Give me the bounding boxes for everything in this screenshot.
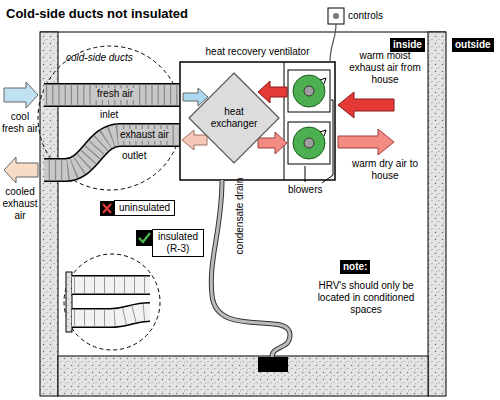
hrv-housing: [180, 62, 335, 180]
diamond-shape: [189, 73, 279, 163]
side-tag: inside: [390, 38, 425, 52]
insulated-duct: [72, 275, 150, 295]
status-box: uninsulated: [114, 200, 175, 216]
duct-label: outlet: [122, 150, 146, 162]
region-label: cold-side ducts: [66, 52, 146, 64]
blower-housing: [288, 70, 330, 112]
fresh-air-duct: [44, 83, 181, 107]
insulation-seams: [74, 277, 150, 294]
fresh-air-arrow: [4, 82, 38, 108]
flow-label: cooled exhaust air: [1, 186, 39, 222]
exhaust-air-arrow: [4, 157, 38, 183]
floor: [58, 356, 428, 396]
rotation-mark: [320, 78, 326, 84]
blowers-label: blowers: [288, 184, 322, 196]
flow-label: warm dry air to house: [346, 158, 424, 182]
flow-label: warm moist exhaust air from house: [346, 50, 424, 86]
drain-label: condensate drain: [234, 176, 246, 256]
condensate-hose: [211, 180, 290, 357]
leader-line: [322, 100, 333, 183]
note-tag: note:: [340, 260, 370, 274]
house-supply-arrow: [338, 129, 394, 155]
node-label: inside: [393, 39, 422, 51]
controls-knob: [333, 13, 339, 19]
hrv-divider: [284, 62, 285, 180]
side-tag: outside: [452, 38, 494, 52]
node-label: outside: [455, 39, 491, 51]
insulation-wrap: [72, 277, 150, 294]
exchanger-diamond: heat exchanger: [188, 72, 280, 164]
blower-hub: [304, 138, 314, 148]
controls-box: [328, 8, 344, 24]
insulation-wrap: [72, 312, 150, 318]
check-icon: [136, 230, 152, 246]
controls-label: controls: [348, 10, 383, 22]
insulated-duct: [72, 312, 150, 318]
flow-label: cool fresh air: [1, 111, 39, 135]
controls-wire: [330, 24, 336, 62]
x-icon: [100, 201, 114, 216]
blower-housing: [288, 122, 330, 164]
hrv-unit: heat recovery ventilator heat exchanger: [180, 46, 335, 180]
exchanger-label: heat exchanger: [207, 106, 261, 130]
check-mark: [139, 233, 150, 242]
duct-ribs: [46, 85, 180, 106]
condensate-hose-body: [211, 180, 290, 357]
status-box: insulated (R-3): [152, 229, 204, 257]
x-mark: [103, 204, 111, 213]
note-text: HRV's should only be located in conditio…: [310, 280, 422, 316]
leader-line: [305, 166, 306, 182]
diagram-title: Cold-side ducts not insulated: [6, 6, 188, 21]
unit-heading: heat recovery ventilator: [180, 46, 335, 58]
cold-side-circle: [38, 46, 182, 190]
wall-detail: [66, 272, 72, 332]
duct-label: inlet: [100, 109, 118, 121]
node-label: uninsulated: [119, 202, 170, 214]
duct-label: fresh air: [95, 88, 135, 100]
insulated-detail-circle: [64, 254, 160, 350]
insulation-seams: [74, 312, 150, 318]
blower-hub: [304, 86, 314, 96]
node-label: note:: [343, 261, 367, 273]
exhaust-flow-arrow: [258, 81, 287, 103]
duct-label: exhaust air: [118, 129, 171, 141]
fresh-air-duct-body: [44, 85, 180, 106]
blower-wheel: [293, 75, 325, 107]
rotation-mark: [320, 130, 326, 136]
node-label: insulated (R-3): [157, 231, 199, 255]
blower-wheel: [293, 127, 325, 159]
house-exhaust-arrow: [338, 92, 394, 118]
ceiling-line: [40, 31, 446, 32]
right-wall: [428, 32, 446, 396]
floor-drain: [258, 357, 288, 372]
